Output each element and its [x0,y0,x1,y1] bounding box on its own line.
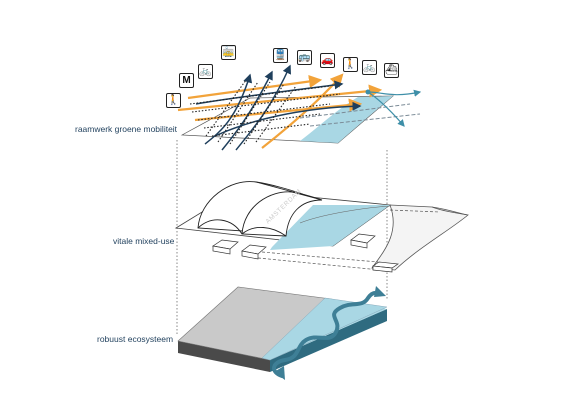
transit-dashes [299,103,421,127]
connector-lines [176,140,388,335]
bent-extension [371,204,469,271]
mixed-use-dashes [247,209,441,271]
river-arrow [272,290,382,378]
ecosystem-layer [177,286,388,380]
bicycle-icon: 🚲 [198,64,213,79]
small-volumes [212,233,400,273]
mobility-water [300,96,393,143]
vaulted-roofs [197,181,323,237]
label-mixed-use-layer: vitale mixed-use [113,236,175,246]
walk-icon: 🚶 [166,93,181,108]
pedestrian-grid [189,79,341,145]
mixed-use-water [270,205,390,250]
ecosystem-side-water [270,309,387,372]
label-ecosystem-layer: robuust ecosysteem [97,334,174,344]
bus-icon: 🚌 [297,50,312,65]
ecosystem-side [178,341,270,372]
mixed-use-layer: AMSTERDAM [174,181,469,273]
mobility-layer [177,64,422,151]
ferry-icon: ⛴ [384,63,399,78]
bent-extension-edge [431,206,469,216]
metro-icon: M [179,73,194,88]
river-arrow-head-top [374,286,386,297]
cyclist-icon: 🚲 [362,60,377,75]
bent-curve-line [299,205,391,224]
train-icon: 🚆 [273,48,288,63]
label-mobility-layer: raamwerk groene mobiliteit [75,124,178,134]
river-arrow-head-bottom [274,366,285,380]
ecosystem-water-area [261,297,388,361]
pedestrian-icon: 🚶 [343,57,358,72]
tram-icon: 🚋 [221,45,236,60]
car-icon: 🚗 [320,53,335,68]
ecology-node [365,89,371,95]
ecology-arrows [367,89,422,127]
